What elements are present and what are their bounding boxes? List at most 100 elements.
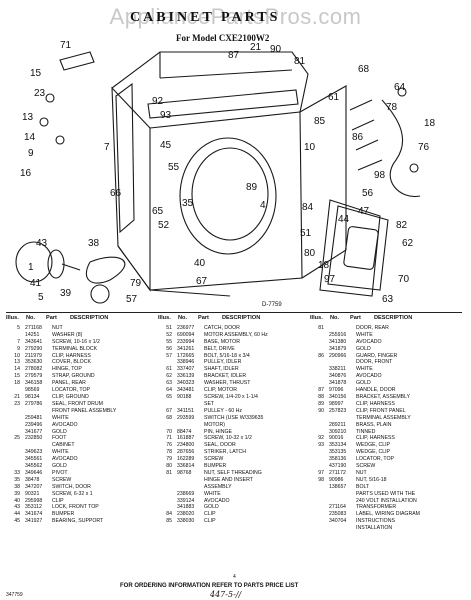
part-description: MOTOR) bbox=[204, 421, 225, 428]
part-number: 97096 bbox=[329, 387, 344, 394]
illus-number bbox=[310, 525, 329, 532]
illus-number: 9 bbox=[17, 345, 20, 352]
illus-number bbox=[310, 518, 329, 525]
illus-number: 88 bbox=[318, 393, 324, 400]
header-illus: Illus. bbox=[6, 315, 19, 321]
part-description: CLIP, GROUND bbox=[52, 393, 89, 400]
part-description: PARTS USED WITH THE bbox=[356, 490, 416, 497]
callout-number: 64 bbox=[394, 82, 406, 93]
part-description: COVER, BLOCK bbox=[52, 359, 91, 366]
callout-number: 40 bbox=[194, 258, 206, 269]
part-number bbox=[329, 498, 356, 505]
callout-number: 45 bbox=[160, 140, 172, 151]
header-description: DESCRIPTION bbox=[374, 315, 413, 321]
illus-number bbox=[310, 373, 329, 380]
parts-row: DOOR, FRONT bbox=[310, 359, 458, 366]
illus-number: 89 bbox=[318, 400, 324, 407]
part-description: CLIP bbox=[52, 497, 64, 504]
header-description: DESCRIPTION bbox=[70, 315, 109, 321]
part-description: CLIP, FRONT PANEL bbox=[356, 407, 406, 414]
part-number: 690094 bbox=[177, 331, 195, 338]
illus-number bbox=[6, 463, 25, 470]
part-description: AVOCADO bbox=[356, 373, 382, 380]
part-description: NUT, SELF THREADING bbox=[204, 469, 262, 476]
illus-number: 87 bbox=[318, 387, 324, 394]
part-number: 211979 bbox=[25, 352, 42, 359]
illus-number: 5 bbox=[17, 324, 20, 331]
part-number: 172665 bbox=[177, 352, 195, 359]
part-description: TRANSFORMER bbox=[356, 504, 397, 511]
part-description: CLIP, MOTOR bbox=[204, 387, 237, 394]
callout-number: 39 bbox=[60, 288, 72, 299]
part-description: NUT bbox=[356, 469, 367, 476]
part-number: 162289 bbox=[177, 456, 195, 463]
callout-number: 67 bbox=[196, 276, 208, 287]
callout-number: 1 bbox=[28, 262, 34, 273]
parts-row: HINGE AND INSERT bbox=[158, 477, 306, 484]
drawing-code: D-7759 bbox=[262, 302, 282, 308]
part-description: WASHER (8) bbox=[52, 331, 83, 338]
illus-number bbox=[310, 380, 329, 387]
hinge-strip bbox=[115, 82, 135, 234]
callout-number: 23 bbox=[34, 88, 46, 99]
part-description: GOLD bbox=[356, 345, 371, 352]
illus-number bbox=[310, 415, 329, 422]
part-number: 341674 bbox=[25, 511, 43, 518]
part-number: 347207 bbox=[25, 483, 43, 490]
illus-number: 23 bbox=[14, 400, 20, 407]
part-number: 336814 bbox=[177, 463, 195, 470]
callout-number: 71 bbox=[60, 40, 72, 51]
part-description: SET bbox=[204, 400, 215, 407]
illus-number bbox=[6, 449, 25, 456]
part-number bbox=[329, 525, 356, 532]
part-number: 259481 bbox=[25, 414, 43, 421]
part-number: 341677 bbox=[25, 428, 43, 435]
parts-row: FRONT PANEL ASSEMBLY bbox=[6, 408, 154, 415]
idler-pulley bbox=[90, 284, 110, 304]
callout-number: 35 bbox=[182, 198, 194, 209]
part-number: 279786 bbox=[25, 400, 43, 407]
illus-number bbox=[158, 484, 177, 491]
illus-number bbox=[158, 359, 177, 366]
part-number: 279579 bbox=[25, 373, 43, 380]
part-description: TINNED bbox=[356, 428, 376, 435]
part-description: INSTRUCTIONS bbox=[356, 518, 395, 525]
part-number: 255916 bbox=[329, 331, 347, 338]
part-description: SEAL, FRONT DRUM bbox=[52, 400, 103, 407]
parts-row: PARTS USED WITH THE bbox=[310, 491, 458, 498]
part-description: SCREW, 6-32 x 1 bbox=[52, 490, 93, 497]
part-number: 90016 bbox=[329, 435, 344, 442]
part-number bbox=[329, 415, 356, 422]
part-number: 236977 bbox=[177, 324, 195, 331]
part-number: 290966 bbox=[329, 352, 347, 359]
illus-number: 86 bbox=[318, 352, 324, 359]
callout-number: 7 bbox=[104, 142, 110, 153]
parts-row: TERMINAL ASSEMBLY bbox=[310, 415, 458, 422]
part-number: 338211 bbox=[329, 366, 346, 373]
part-description: SCREW bbox=[356, 463, 376, 470]
part-number bbox=[329, 325, 356, 332]
illus-number bbox=[310, 498, 329, 505]
illus-number bbox=[158, 422, 177, 429]
illus-number: 62 bbox=[166, 373, 172, 380]
part-number: 336139 bbox=[177, 373, 195, 380]
callout-number: 61 bbox=[328, 92, 340, 103]
part-number: 353112 bbox=[25, 504, 42, 511]
